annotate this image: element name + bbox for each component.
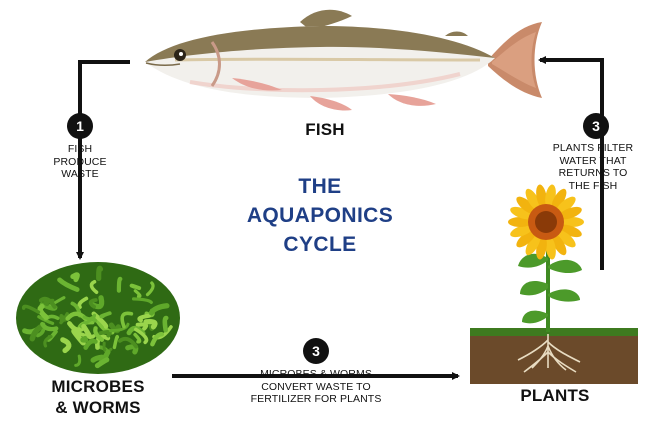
step-1-text: FISH PRODUCE WASTE	[30, 143, 130, 181]
step-3-line-2: WATER THAT	[540, 155, 646, 168]
node-label-microbes: MICROBES & WORMS	[28, 376, 168, 418]
node-label-microbes-line-2: & WORMS	[28, 397, 168, 418]
step-3-badge: 3	[583, 113, 609, 139]
diagram-title: THE AQUAPONICS CYCLE	[200, 172, 440, 259]
step-2-badge: 3	[303, 338, 329, 364]
step-2-text: MICROBES & WORMS CONVERT WASTE TO FERTIL…	[226, 368, 406, 406]
step-1-line-3: WASTE	[30, 168, 130, 181]
title-line-3: CYCLE	[200, 230, 440, 259]
node-label-fish: FISH	[280, 120, 370, 140]
step-2-line-2: CONVERT WASTE TO	[226, 381, 406, 394]
title-line-2: AQUAPONICS	[200, 201, 440, 230]
step-3-line-3: RETURNS TO	[540, 167, 646, 180]
node-label-microbes-line-1: MICROBES	[28, 376, 168, 397]
step-3-line-1: PLANTS FILTER	[540, 142, 646, 155]
step-1-badge: 1	[67, 113, 93, 139]
node-label-plants: PLANTS	[500, 386, 610, 406]
step-3-text: PLANTS FILTER WATER THAT RETURNS TO THE …	[540, 142, 646, 192]
step-2-line-1: MICROBES & WORMS	[226, 368, 406, 381]
step-1-line-2: PRODUCE	[30, 156, 130, 169]
step-1-line-1: FISH	[30, 143, 130, 156]
step-3-line-4: THE FISH	[540, 180, 646, 193]
step-2-line-3: FERTILIZER FOR PLANTS	[226, 393, 406, 406]
title-line-1: THE	[200, 172, 440, 201]
